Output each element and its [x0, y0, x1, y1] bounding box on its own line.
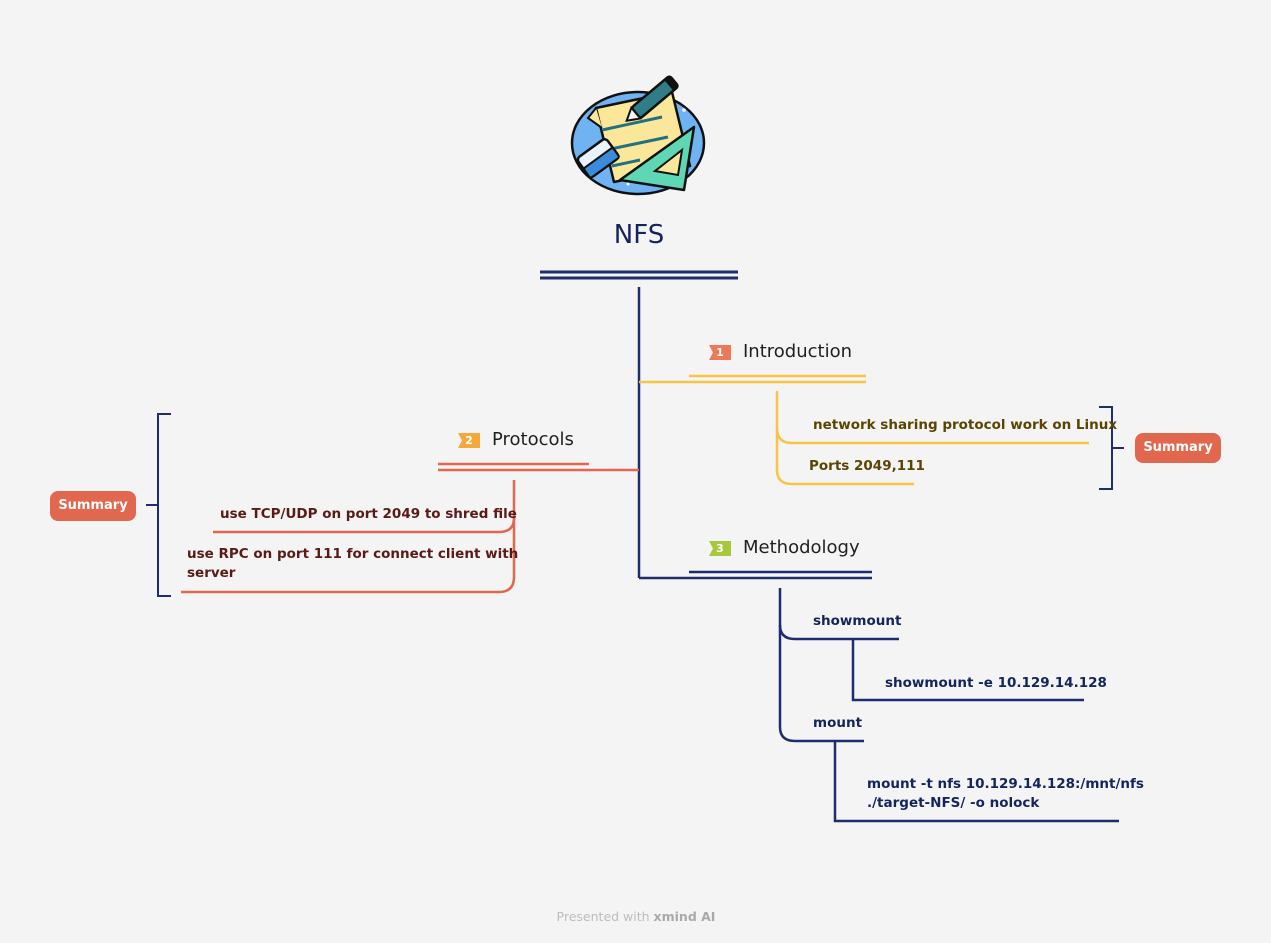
subtopic-mount-command-line1[interactable]: mount -t nfs 10.129.14.128:/mnt/nfs	[867, 776, 1144, 792]
root-topic-title[interactable]: NFS	[613, 220, 665, 250]
subtopic-mount-command-line2[interactable]: ./target-NFS/ -o nolock	[867, 795, 1040, 811]
number-badge-3: 3	[709, 541, 731, 556]
subtopic-showmount-command[interactable]: showmount -e 10.129.14.128	[885, 675, 1107, 691]
topic-methodology[interactable]: Methodology	[743, 537, 860, 558]
footer-prefix: Presented with	[556, 909, 650, 924]
subtopic-ports[interactable]: Ports 2049,111	[809, 458, 925, 474]
notepad-illustration	[570, 75, 706, 196]
subtopic-mount[interactable]: mount	[813, 715, 863, 731]
subtopic-rpc-line1[interactable]: use RPC on port 111 for connect client w…	[187, 546, 519, 562]
summary-badge-protocols[interactable]: Summary	[50, 491, 136, 521]
subtopic-tcp-udp[interactable]: use TCP/UDP on port 2049 to shred file	[220, 506, 517, 522]
footer-watermark: Presented with xmind AI	[557, 909, 716, 924]
number-badge-2: 2	[458, 433, 480, 448]
topic-introduction[interactable]: Introduction	[743, 341, 853, 362]
footer-brand: xmind AI	[653, 909, 716, 924]
subtopic-showmount[interactable]: showmount	[813, 613, 902, 629]
topic-protocols[interactable]: Protocols	[492, 429, 574, 450]
number-badge-1: 1	[709, 345, 731, 360]
subtopic-network-sharing[interactable]: network sharing protocol work on Linux	[813, 417, 1118, 433]
summary-badge-introduction[interactable]: Summary	[1135, 433, 1221, 463]
subtopic-rpc-line2[interactable]: server	[187, 565, 236, 581]
